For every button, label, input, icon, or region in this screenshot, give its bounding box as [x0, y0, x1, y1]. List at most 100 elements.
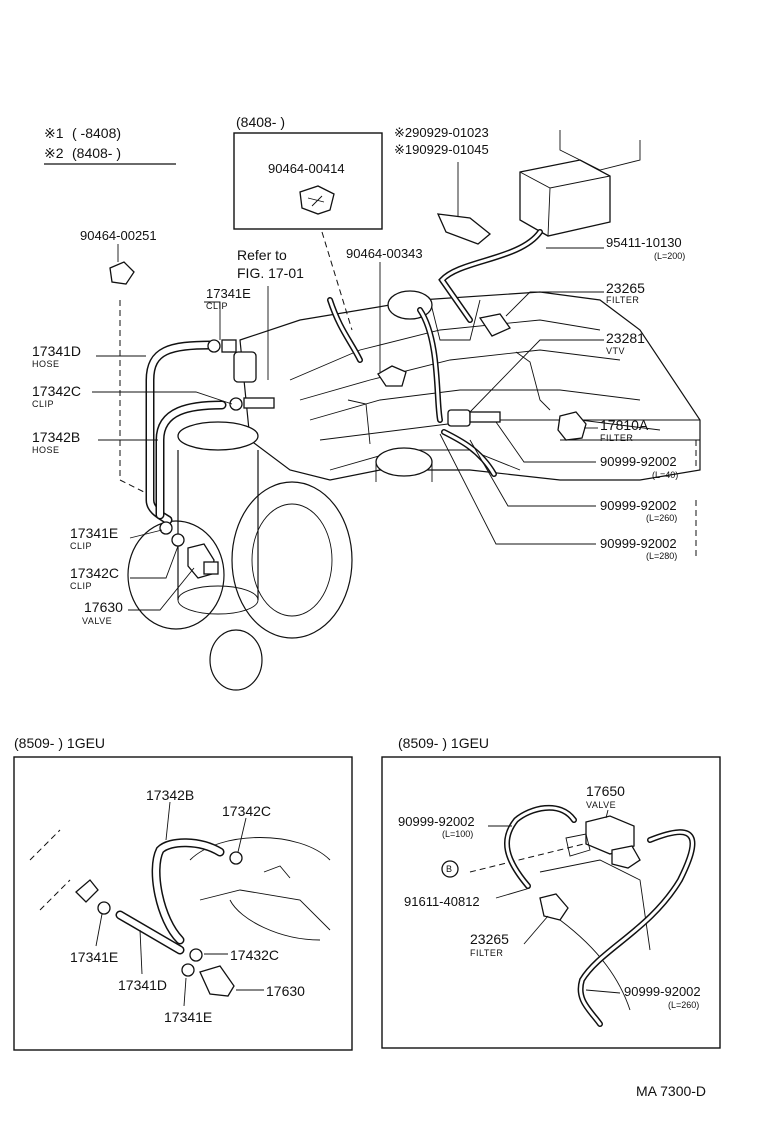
br-label-23265: 23265: [470, 931, 509, 947]
bl-engine-line2: [229, 899, 321, 941]
engine-block-outline: [239, 291, 701, 481]
br-engine-line2: [559, 919, 631, 1011]
leader-17630: [128, 567, 195, 611]
footer-code: MA 7300-D: [636, 1083, 706, 1099]
throttle-body: [429, 299, 481, 341]
panel-left-header: (8509- ) 1GEU: [14, 735, 105, 751]
br-label-90999-b-len: (L=260): [668, 1000, 699, 1010]
hose-90999-b: [441, 429, 497, 477]
bl-label-17341d: 17341D: [118, 977, 167, 993]
vtv-pipe: [469, 411, 501, 423]
bl-hose-17341d-in: [117, 912, 183, 953]
bl-label-17341e-b: 17341E: [164, 1009, 212, 1025]
bl-label-17432c: 17432C: [230, 947, 279, 963]
br-label-90999-b: 90999-92002: [624, 984, 701, 999]
br-label-17650: 17650: [586, 783, 625, 799]
bl-leader-17342b: [165, 801, 171, 841]
br-leader-23265: [523, 915, 549, 945]
panel-left-frame: [13, 756, 353, 1051]
charcoal-canister: [519, 159, 611, 237]
panel-bottom-left: (8509- ) 1GEU 17342B 17342C 17341E 17341…: [13, 735, 353, 1051]
leader-90999-c: [439, 433, 596, 545]
bracket-lower: [347, 399, 371, 445]
bl-leader-17341d: [139, 929, 143, 975]
manifold-line-2: [299, 349, 621, 401]
applicability-notes: ※1 ( -8408) ※2 (8408- ): [44, 125, 176, 165]
label-90464-00251: 90464-00251: [80, 228, 157, 243]
label-90999-a: 90999-92002: [600, 454, 677, 469]
leader-17341e-2: [129, 529, 163, 539]
label-90999-c: 90999-92002: [600, 536, 677, 551]
br-valve-17650-connector: [611, 845, 641, 869]
dashed-guide-left: [119, 300, 161, 501]
hose-90999-b-inner: [442, 430, 496, 476]
br-b-marker: [441, 860, 459, 878]
inset-top: (8408- ) 90464-00414: [233, 114, 383, 230]
valve-cover-edge: [560, 419, 701, 441]
label-95411-len: (L=200): [654, 251, 685, 261]
timing-cover-inner: [251, 503, 333, 617]
br-label-90999-a: 90999-92002: [398, 814, 475, 829]
label-95411: 95411-10130: [606, 235, 682, 250]
leader-90999-a: [495, 421, 596, 463]
label-17342c-name: CLIP: [32, 399, 54, 409]
inset-top-part: 90464-00414: [268, 161, 345, 176]
bl-clip-17341e-b: [181, 963, 195, 977]
bl-valve-17630: [199, 965, 235, 997]
bl-hose-17342b: [151, 838, 225, 945]
br-hose-90999-a-in: [505, 806, 576, 888]
panel-bottom-right: (8509- ) 1GEU B 17650 VALVE 90999-92002 …: [381, 735, 721, 1049]
bl-label-17341e-a: 17341E: [70, 949, 118, 965]
label-23281: 23281: [606, 330, 645, 346]
oil-cap: [177, 421, 259, 451]
br-filter-23265: [539, 893, 569, 921]
br-leader-91611: [495, 887, 531, 899]
label-17810a-name: FILTER: [600, 433, 633, 443]
label-23265-name: FILTER: [606, 295, 639, 305]
filter-23265: [478, 313, 511, 337]
label-17342b: 17342B: [32, 429, 80, 445]
label-17630: 17630: [84, 599, 123, 615]
label-17342b-name: HOSE: [32, 445, 60, 455]
bl-label-17342c: 17342C: [222, 803, 271, 819]
bl-clip-17342c: [229, 851, 243, 865]
clip-90464-00251: [109, 261, 135, 285]
label-90999-a-len: (L=40): [652, 470, 678, 480]
bl-leader-17342c: [237, 817, 247, 853]
label-17341e-2-name: CLIP: [70, 541, 92, 551]
air-cleaner-base: [177, 585, 259, 615]
bl-clip-17341e-a: [97, 901, 111, 915]
note2-mark: ※2: [44, 145, 64, 161]
br-engine-line: [539, 859, 651, 951]
vsv-bracket: [436, 213, 492, 245]
leader-17342c: [92, 391, 233, 405]
label-90999-b: 90999-92002: [600, 498, 677, 513]
bl-hose-17342b-in: [153, 839, 223, 943]
hose-95411-inner: [440, 230, 542, 322]
clip-17342c-2: [171, 533, 185, 547]
br-leader-90999-b: [585, 989, 621, 994]
label-17341d: 17341D: [32, 343, 81, 359]
label-290929: ※290929-01023: [394, 125, 489, 140]
label-90464-00343: 90464-00343: [346, 246, 423, 261]
vacuum-pulley: [127, 520, 225, 630]
bracket-clip-detail: [307, 195, 325, 207]
br-valve-17650: [585, 815, 635, 855]
label-17341e: 17341E: [206, 286, 251, 301]
label-23281-name: VTV: [606, 346, 625, 356]
tee-fitting: [243, 397, 275, 409]
manifold-line-1: [289, 319, 601, 381]
bl-dash: [29, 829, 71, 911]
label-23265: 23265: [606, 280, 645, 296]
leader-23265: [505, 291, 604, 317]
filter-17810a: [557, 411, 587, 441]
hose-17-01-inner: [328, 298, 362, 362]
bl-clip-17432c: [189, 948, 203, 962]
engine-illustration: [109, 130, 701, 691]
label-17630-name: VALVE: [82, 616, 112, 626]
br-leader-17650: [605, 809, 609, 819]
note1-mark: ※1: [44, 125, 64, 141]
crank-pulley: [209, 629, 263, 691]
label-17341d-name: HOSE: [32, 359, 60, 369]
label-90999-b-len: (L=260): [646, 513, 677, 523]
